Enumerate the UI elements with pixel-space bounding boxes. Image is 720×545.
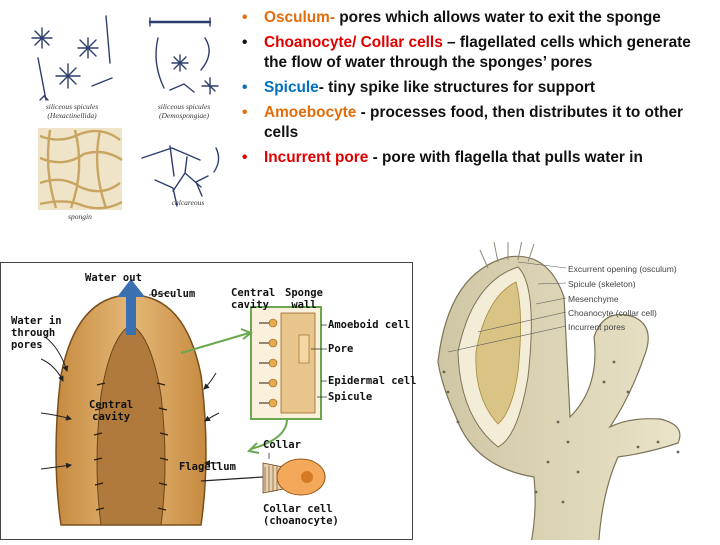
label-flagellum: Flagellum <box>179 461 236 473</box>
incurrent-pores-dots <box>442 360 680 504</box>
caption-hexactinellida: siliceous spicules (Hexactinellida) <box>45 102 99 120</box>
spicule-illustrations <box>31 15 220 210</box>
label-osculum: Osculum <box>151 288 196 300</box>
bullet-marker: • <box>242 149 248 166</box>
label-water-in: Water in through pores <box>11 315 62 351</box>
bullet-marker: • <box>242 34 248 51</box>
bullet-marker: • <box>242 79 248 96</box>
bullet-amoebocyte: • Amoebocyte - processes food, then distr… <box>242 103 714 143</box>
bullet-marker: • <box>242 104 248 121</box>
bullet-osculum: • Osculum- pores which allows water to ex… <box>242 8 714 28</box>
term-choanocyte: Choanocyte/ Collar cells <box>264 34 443 51</box>
definition-spicule: - tiny spike like structures for support <box>318 79 595 96</box>
sponge-anatomy-illustration: Excurrent opening (osculum) Spicule (ske… <box>418 239 720 545</box>
label-pore: Pore <box>328 343 354 355</box>
water-out-arrow <box>117 279 145 335</box>
label-collar-cell: Collar cell (choanocyte) <box>263 503 339 527</box>
sponge-cross-section <box>40 279 327 526</box>
caption-calcareous: calcareous <box>171 198 205 207</box>
term-spicule: Spicule <box>264 79 319 96</box>
label-incurrent-pores: Incurrent pores <box>568 322 626 332</box>
label-spicule-skeleton: Spicule (skeleton) <box>568 279 636 289</box>
label-spicule: Spicule <box>328 391 373 403</box>
label-sponge-wall: Sponge wall <box>285 287 323 311</box>
sponge-water-flow-diagram: Water out Osculum Water in through pores… <box>0 262 417 540</box>
label-collar: Collar <box>263 439 301 451</box>
definition-list: • Osculum- pores which allows water to ex… <box>242 8 714 173</box>
water-in-arrows <box>40 336 220 470</box>
label-amoeboid-cell: Amoeboid cell <box>328 319 411 331</box>
bullet-marker: • <box>242 9 248 26</box>
label-inset-central-cavity: Central cavity <box>231 287 276 311</box>
spicule-types-panel: siliceous spicules (Hexactinellida) sili… <box>20 8 235 230</box>
bullet-choanocyte: • Choanocyte/ Collar cells – flagellated… <box>242 33 714 73</box>
spongin-network <box>38 128 123 210</box>
bullet-incurrent-pore: • Incurrent pore - pore with flagella tha… <box>242 148 714 168</box>
label-choanocyte: Choanocyte (collar cell) <box>568 308 657 318</box>
term-amoebocyte: Amoebocyte <box>264 104 357 121</box>
label-epidermal-cell: Epidermal cell <box>328 375 417 387</box>
sponge-body-drawing <box>437 239 681 545</box>
bullet-spicule: • Spicule- tiny spike like structures for… <box>242 78 714 98</box>
definition-incurrent-pore: - pore with flagella that pulls water in <box>368 149 643 166</box>
caption-demospongiae: siliceous spicules (Demospongiae) <box>157 102 211 120</box>
label-water-out: Water out <box>85 272 142 284</box>
label-mesenchyme: Mesenchyme <box>568 294 619 304</box>
caption-spongin: spongin <box>68 212 92 221</box>
definition-choanocyte: – flagellated cells which generate the f… <box>264 34 691 71</box>
definition-osculum: pores which allows water to exit the spo… <box>334 9 661 26</box>
label-central-cavity: Central cavity <box>89 399 134 423</box>
term-osculum: Osculum- <box>264 9 335 26</box>
definition-amoebocyte: - processes food, then distributes it to… <box>264 104 684 141</box>
collar-cell-drawing <box>200 458 326 496</box>
hexactinellid-spicule-star <box>31 27 53 49</box>
term-incurrent-pore: Incurrent pore <box>264 149 369 166</box>
label-excurrent-opening: Excurrent opening (osculum) <box>568 264 677 274</box>
